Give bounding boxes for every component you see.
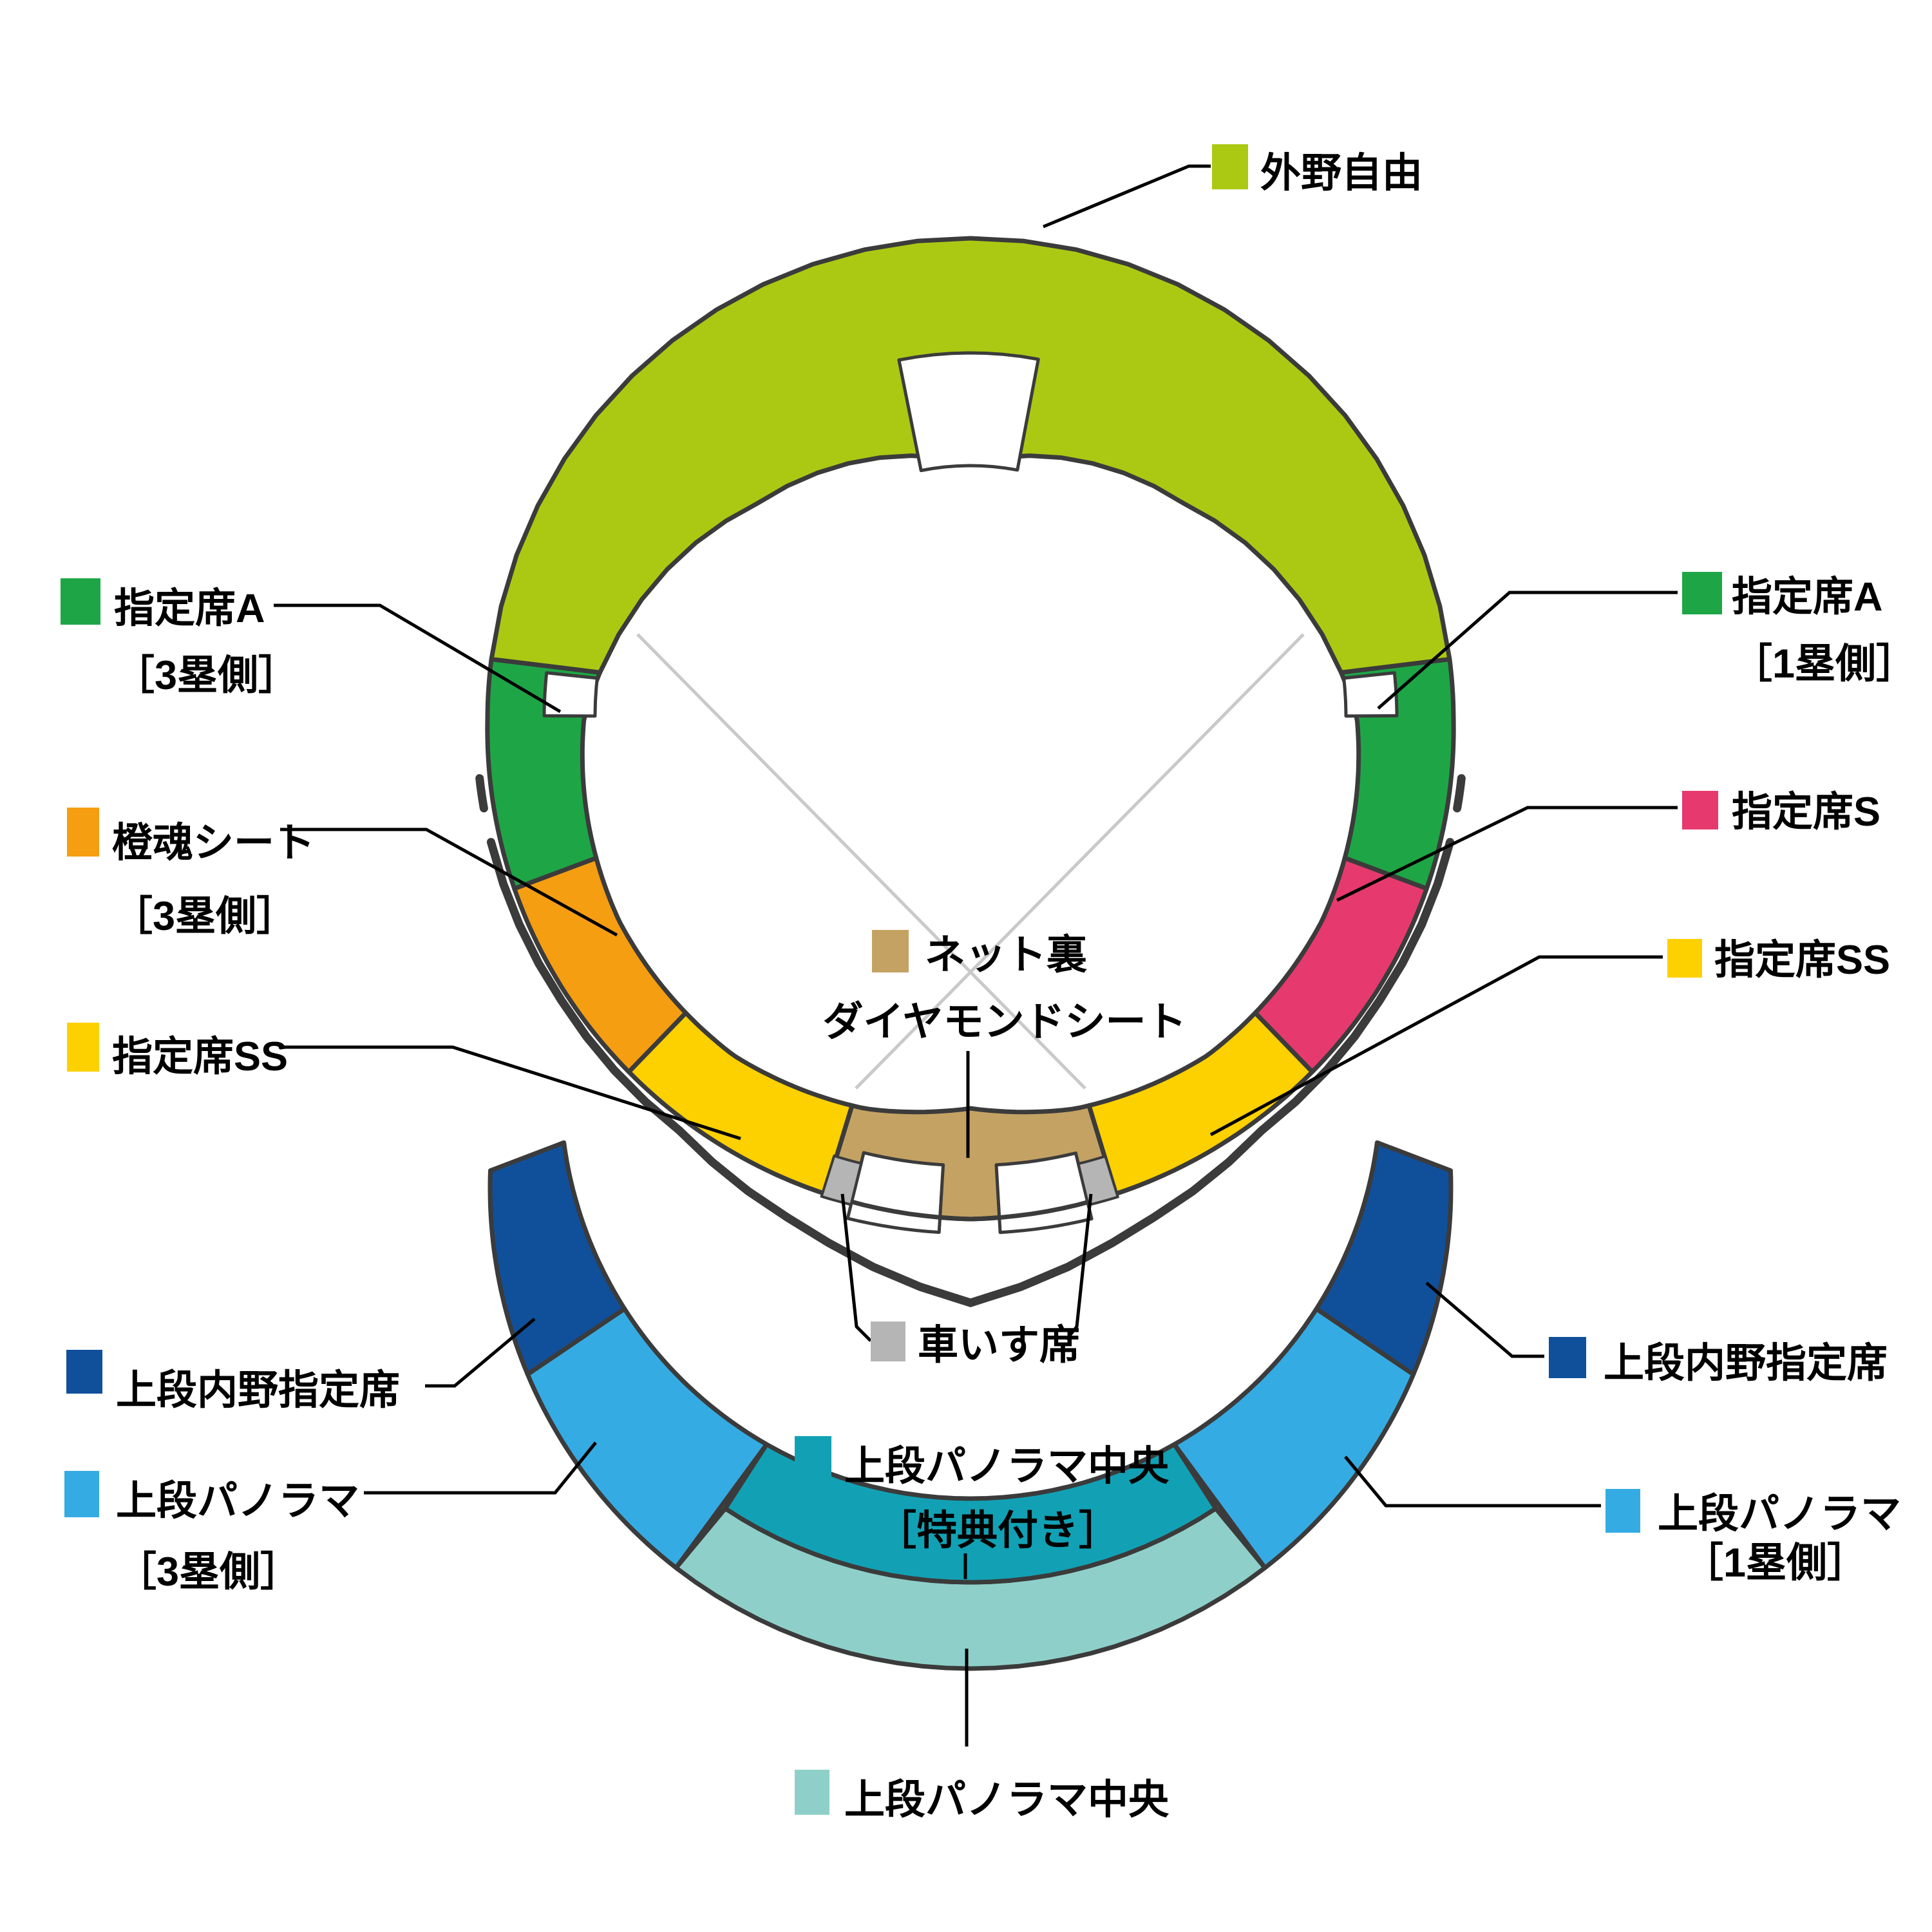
leader-line-upper-panorama-third [364, 1441, 597, 1495]
label-outfield-free: 外野自由 [1260, 151, 1423, 196]
leader-line-ss-first [1209, 955, 1663, 1137]
label-s-first: 指定席S [1732, 790, 1880, 835]
legend-swatch-wheelchair [871, 1321, 905, 1361]
label-wheelchair: 車いす席 [918, 1323, 1080, 1368]
legend-swatch-upper-panorama-center-premium [795, 1436, 831, 1482]
label-upper-panorama-first-line1: 上段パノラマ [1658, 1492, 1901, 1537]
concourse-wall [486, 838, 1455, 1307]
label-upper-panorama-third-line1: 上段パノラマ [116, 1479, 359, 1524]
leader-line-wheelchair [1065, 1193, 1093, 1341]
notch-vomitory-first [1342, 671, 1399, 718]
label-net-ura-diamond-line1: ネット裏 [925, 933, 1088, 978]
label-upper-panorama-center-premium-line1: 上段パノラマ中央 [844, 1444, 1170, 1489]
legend-swatch-upper-panorama-third [64, 1471, 99, 1517]
field-foul-line [855, 633, 1305, 1090]
label-ss-third: 指定席SS [112, 1034, 288, 1079]
leader-line-toukon-third [280, 828, 618, 937]
field-foul-line [636, 633, 1086, 1090]
legend-swatch-upper-infield-third [66, 1350, 102, 1394]
label-a-third-line1: 指定席A [114, 586, 265, 631]
legend-swatch-toukon-third [67, 808, 99, 857]
leader-line-ss-third [279, 1045, 741, 1141]
leader-line-a-third [274, 603, 562, 714]
legend-swatch-outfield-free [1212, 144, 1248, 189]
legend-swatch-upper-infield-first [1549, 1337, 1586, 1378]
leader-line-upper-infield-first [1425, 1282, 1544, 1358]
legend-swatch-a-first [1682, 572, 1722, 614]
leader-line-upper-panorama-first [1344, 1455, 1601, 1508]
legend-swatch-ss-first [1667, 939, 1702, 978]
notch-scoreboard [897, 351, 1040, 473]
label-upper-infield-third: 上段内野指定席 [116, 1368, 400, 1413]
label-upper-infield-first: 上段内野指定席 [1604, 1341, 1888, 1386]
leader-line-a-first [1377, 591, 1678, 710]
label-a-first-line1: 指定席A [1732, 574, 1883, 620]
label-upper-panorama-first-line2: ［1塁側］ [1683, 1540, 1868, 1586]
notch-diamond-gap-third [846, 1151, 945, 1234]
legend-swatch-upper-panorama-first [1605, 1489, 1640, 1533]
notch-vomitory-third [542, 671, 599, 718]
leader-line-wheelchair [840, 1193, 872, 1342]
label-upper-panorama-center: 上段パノラマ中央 [844, 1777, 1170, 1823]
leader-line-outfield-free [1043, 164, 1211, 229]
concourse-wall [475, 774, 488, 813]
label-net-ura-diamond-line2: ダイヤモンドシート [822, 999, 1186, 1045]
concourse-wall [1453, 774, 1466, 813]
label-ss-first: 指定席SS [1714, 938, 1890, 983]
notch-diamond-gap-first [994, 1151, 1094, 1235]
section-upper-infield-first[interactable] [1314, 1140, 1454, 1377]
legend-swatch-s-first [1682, 791, 1718, 829]
leader-line-s-first [1336, 806, 1678, 902]
label-toukon-third-line2: ［3塁側］ [112, 894, 297, 939]
label-a-third-line2: ［3塁側］ [114, 653, 299, 698]
label-a-first-line2: ［1塁側］ [1732, 641, 1917, 687]
legend-swatch-a-third [61, 578, 100, 625]
label-upper-panorama-center-premium-line2: ［特典付き］ [876, 1508, 1119, 1553]
wheelchair-spot[interactable] [820, 1154, 863, 1206]
legend-swatch-ss-third [67, 1023, 99, 1072]
label-upper-panorama-third-line2: ［3塁側］ [116, 1549, 301, 1595]
wheelchair-spot[interactable] [1077, 1155, 1119, 1207]
legend-swatch-upper-panorama-center [795, 1770, 829, 1815]
leader-line-upper-infield-third [425, 1318, 536, 1388]
label-toukon-third-line1: 橙魂シート [112, 820, 315, 866]
legend-swatch-net-ura-diamond [872, 930, 909, 972]
